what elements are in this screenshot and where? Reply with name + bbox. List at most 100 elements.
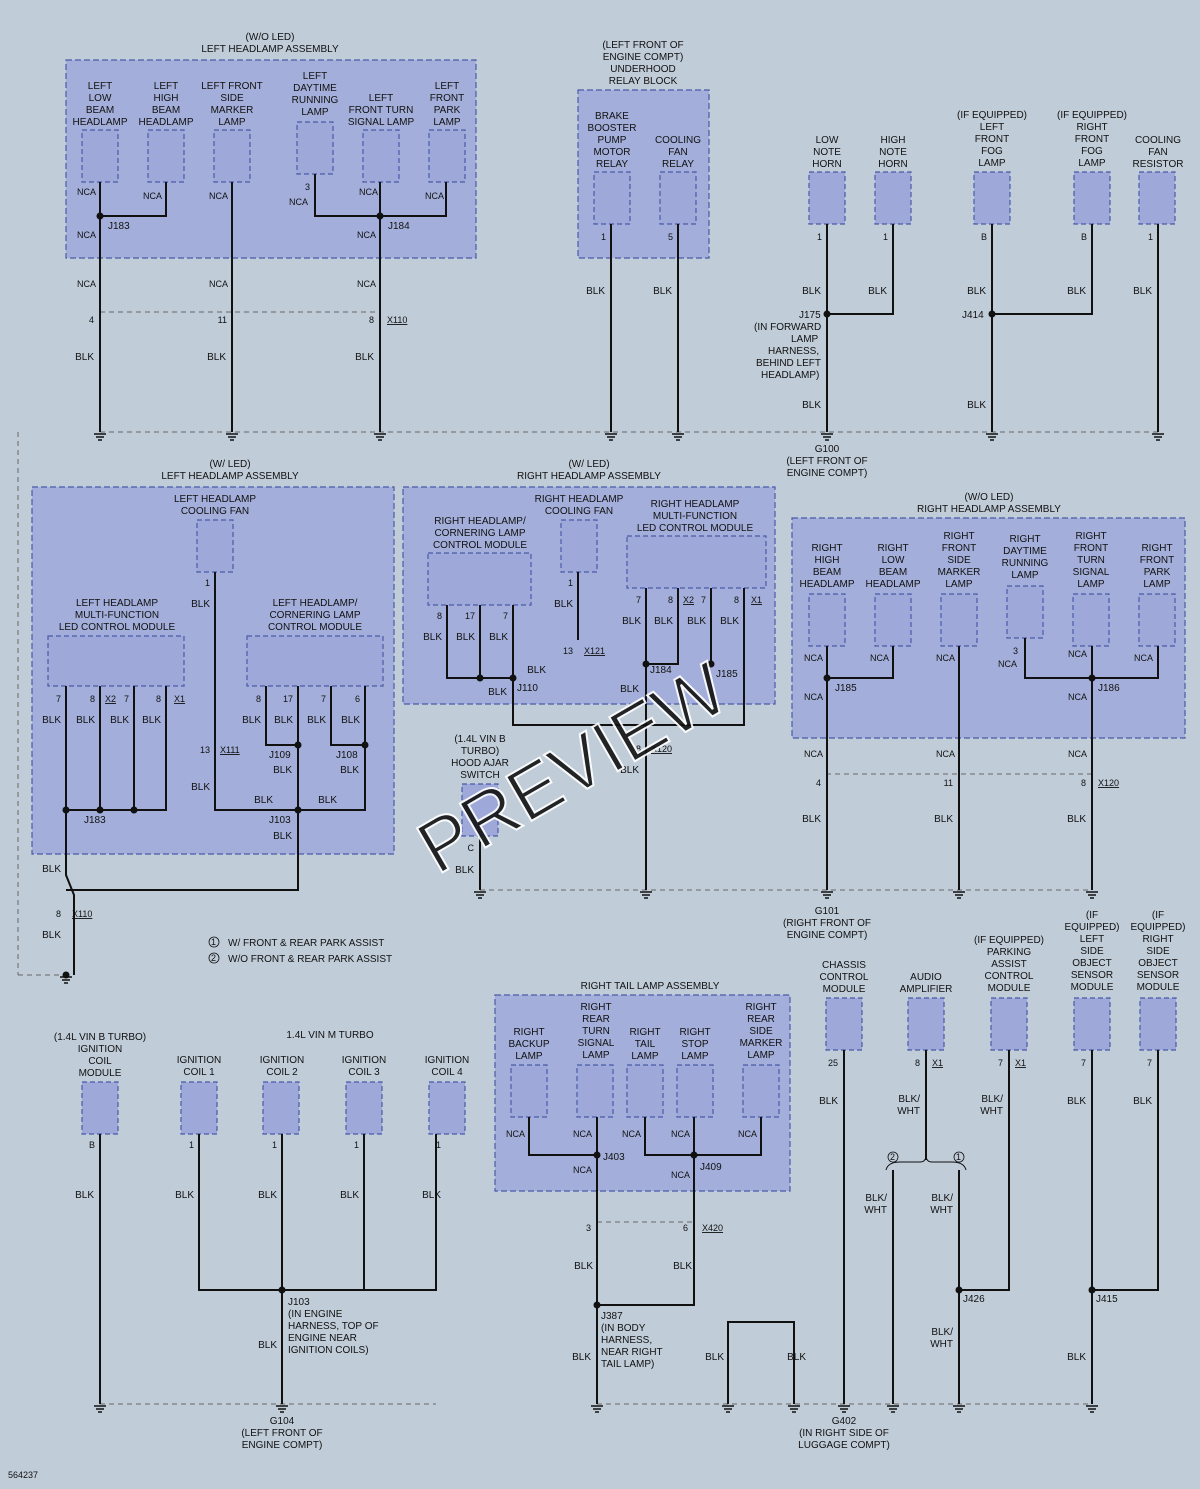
- cooling-fan-relay: [659, 171, 697, 225]
- svg-text:2: 2: [211, 953, 216, 963]
- wire-color-label: BLK: [175, 1190, 194, 1201]
- wire-color-label: BLK: [42, 930, 61, 941]
- ignition-coil-4: [428, 1081, 466, 1135]
- legend-2-text: W/O FRONT & REAR PARK ASSIST: [228, 954, 392, 965]
- svg-text:(W/O LED)LEFT HEADLAMP ASSEMBL: (W/O LED)LEFT HEADLAMP ASSEMBLY: [201, 32, 339, 55]
- svg-text:NCA: NCA: [425, 191, 444, 201]
- svg-text:NCA: NCA: [209, 191, 228, 201]
- svg-text:NCA: NCA: [804, 653, 823, 663]
- svg-text:1: 1: [883, 232, 888, 242]
- svg-text:J109: J109: [269, 750, 291, 761]
- svg-text:J409: J409: [700, 1162, 722, 1173]
- svg-text:11: 11: [944, 778, 953, 788]
- svg-text:3: 3: [586, 1223, 591, 1233]
- svg-text:C: C: [468, 843, 475, 853]
- svg-text:NCA: NCA: [936, 653, 955, 663]
- svg-text:NCA: NCA: [77, 279, 96, 289]
- svg-text:B: B: [981, 232, 987, 242]
- svg-text:J426: J426: [963, 1294, 985, 1305]
- wire-color-label: BLK: [620, 684, 639, 695]
- wire-color-label: BLK: [802, 814, 821, 825]
- svg-text:8: 8: [90, 694, 95, 704]
- svg-text:1: 1: [601, 232, 606, 242]
- svg-text:NCA: NCA: [671, 1170, 690, 1180]
- wire-color-label: BLK: [554, 599, 573, 610]
- svg-text:J184: J184: [650, 665, 672, 676]
- right-headlamp-mf-led-module: [626, 535, 767, 589]
- wire-color-label: BLK: [207, 352, 226, 363]
- svg-text:NCA: NCA: [506, 1129, 525, 1139]
- wire-color-label: BLK: [967, 400, 986, 411]
- svg-text:X1: X1: [751, 595, 762, 605]
- wire-color-label: BLK/WHT: [930, 1327, 953, 1350]
- wire-color-label: BLK: [527, 665, 546, 676]
- wire-color-label: BLK: [307, 715, 326, 726]
- svg-text:J108: J108: [336, 750, 358, 761]
- wire-color-label: BLK: [76, 715, 95, 726]
- svg-text:3: 3: [305, 182, 310, 192]
- svg-text:13: 13: [200, 745, 210, 755]
- svg-text:2: 2: [890, 1152, 895, 1162]
- svg-text:J414: J414: [962, 310, 984, 321]
- svg-text:J175: J175: [799, 310, 821, 321]
- svg-text:X2: X2: [105, 694, 116, 704]
- right-front-turn-signal-lamp: [1072, 593, 1110, 647]
- wire-color-label: BLK: [341, 715, 360, 726]
- right-front-fog-lamp: [1073, 171, 1111, 225]
- wire-color-label: BLK: [802, 400, 821, 411]
- svg-text:B: B: [1081, 232, 1087, 242]
- svg-text:J185: J185: [835, 683, 857, 694]
- wire-color-label: BLK: [142, 715, 161, 726]
- left-front-park-lamp: [428, 129, 466, 183]
- wire-color-label: BLK: [868, 286, 887, 297]
- svg-text:(W/ LED)RIGHT HEADLAMP ASSEMBL: (W/ LED)RIGHT HEADLAMP ASSEMBLY: [517, 459, 661, 482]
- svg-text:13: 13: [563, 646, 573, 656]
- svg-text:NCA: NCA: [357, 279, 376, 289]
- wire-color-label: BLK: [1067, 1352, 1086, 1363]
- right-high-beam-headlamp: [808, 593, 846, 647]
- right-side-object-sensor-module: [1139, 997, 1177, 1051]
- left-headlamp-mf-led-module: [47, 635, 185, 687]
- svg-text:1: 1: [211, 937, 216, 947]
- right-front-side-marker-lamp: [940, 593, 978, 647]
- right-rear-turn-signal-lamp: [576, 1064, 614, 1118]
- svg-text:J186: J186: [1098, 683, 1120, 694]
- wire-color-label: BLK: [653, 286, 672, 297]
- lh-wo-title-1: (W/O LED): [246, 32, 295, 43]
- svg-text:4: 4: [816, 778, 821, 788]
- wire-color-label: BLK: [934, 814, 953, 825]
- wire-color-label: BLK: [967, 286, 986, 297]
- wire-color-label: BLK/WHT: [897, 1094, 920, 1117]
- ignition-coil-1: [180, 1081, 218, 1135]
- high-note-horn: [874, 171, 912, 225]
- wire-color-label: BLK: [787, 1352, 806, 1363]
- svg-text:7: 7: [56, 694, 61, 704]
- left-headlamp-wo-led-box: [65, 59, 477, 259]
- wire-color-label: BLK: [488, 687, 507, 698]
- svg-text:X120: X120: [1098, 778, 1119, 788]
- svg-text:8: 8: [369, 315, 374, 325]
- svg-text:1: 1: [272, 1140, 277, 1150]
- svg-text:X121: X121: [584, 646, 605, 656]
- svg-text:X120: X120: [651, 744, 672, 754]
- blk-wire-labels: BLK BLK BLK BLK BLK BLK BLK BLK BLK BLK BLK BLK BLK B…: [42, 286, 1152, 1363]
